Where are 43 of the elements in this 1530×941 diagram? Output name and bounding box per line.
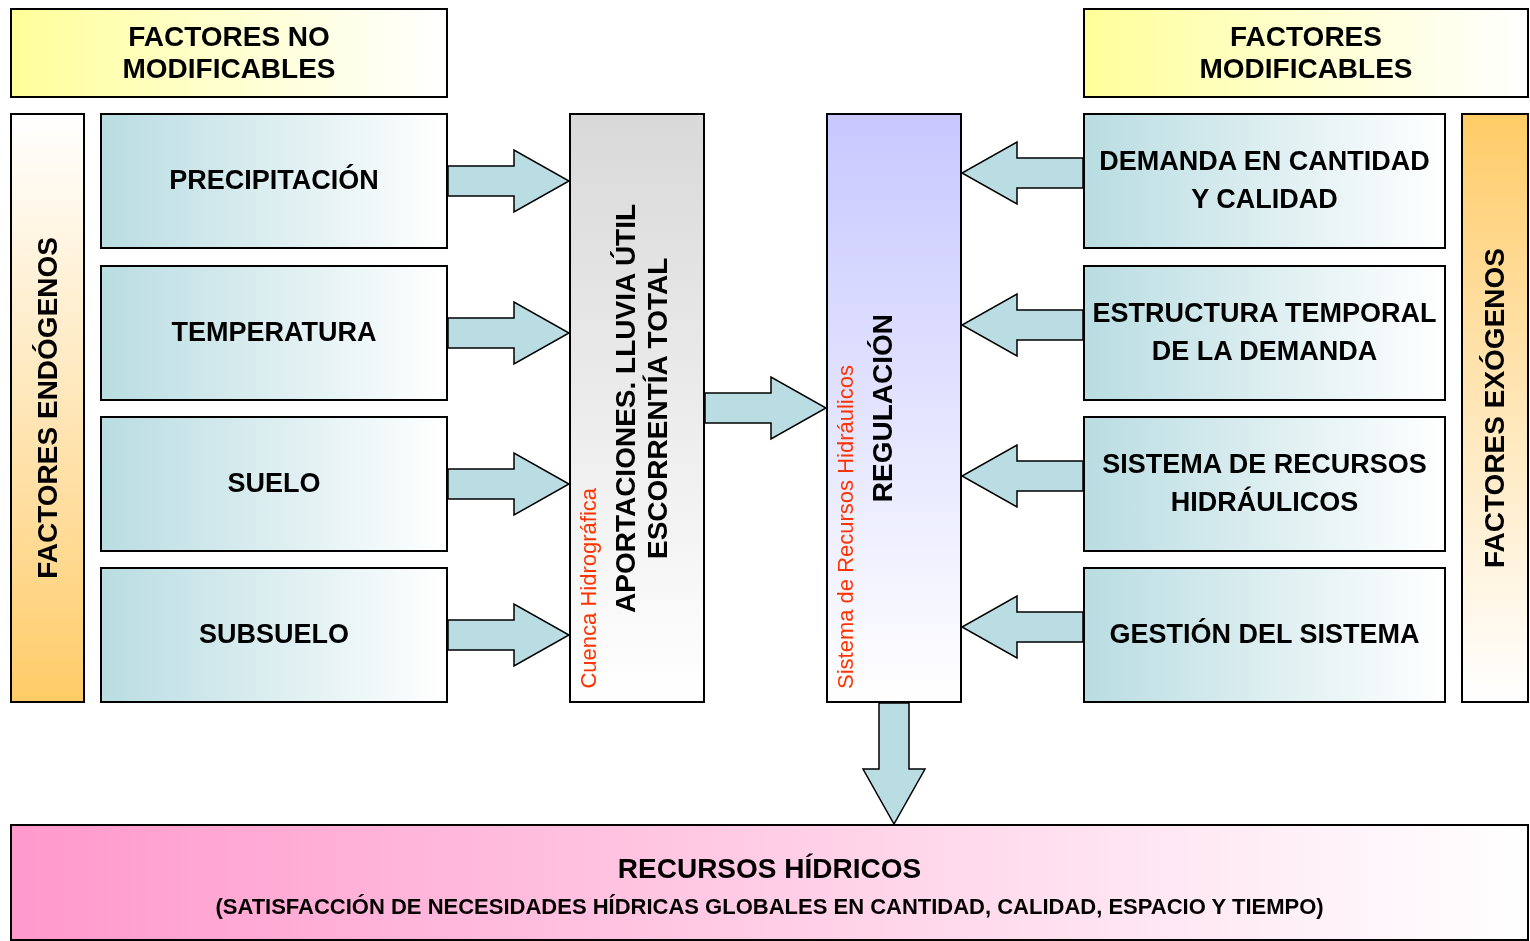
factor-box <box>100 113 448 249</box>
side-label: FACTORES ENDÓGENOS <box>30 237 64 579</box>
result-box <box>10 824 1529 941</box>
category-title: FACTORES NO MODIFICABLES <box>121 20 337 86</box>
result-description: (SATISFACCIÓN DE NECESIDADES HÍDRICAS GLOBALES EN CANTIDAD, CALIDAD, ESPACIO Y TIEMPO) <box>215 893 1324 921</box>
block-arrow <box>447 300 571 366</box>
factor-label: ESTRUCTURA TEMPORAL DE LA DEMANDA <box>1091 297 1438 368</box>
category-header-box <box>1083 8 1529 98</box>
block-arrow <box>447 602 571 668</box>
factor-box <box>1083 416 1446 552</box>
factor-box <box>1083 567 1446 703</box>
side-label: FACTORES EXÓGENOS <box>1478 248 1511 568</box>
factor-label: SUELO <box>226 467 322 501</box>
factor-box <box>1083 265 1446 401</box>
category-title: FACTORES MODIFICABLES <box>1198 20 1414 86</box>
process-box <box>569 113 705 703</box>
factor-box <box>1083 113 1446 249</box>
factor-box <box>100 567 448 703</box>
block-arrow <box>447 148 571 214</box>
factor-label: TEMPERATURA <box>170 316 378 350</box>
category-header-box <box>10 8 448 98</box>
block-arrow <box>960 140 1084 206</box>
block-arrow <box>861 702 927 826</box>
factor-label: DEMANDA EN CANTIDAD Y CALIDAD <box>1098 145 1431 216</box>
subtitle-label: Sistema de Recursos Hidráulicos <box>832 364 859 689</box>
block-arrow <box>447 451 571 517</box>
block-arrow <box>960 443 1084 509</box>
process-label: REGULACIÓN <box>866 313 899 503</box>
block-arrow <box>704 375 828 441</box>
factor-label: GESTIÓN DEL SISTEMA <box>1108 617 1421 652</box>
process-box <box>826 113 962 703</box>
factor-box <box>100 416 448 552</box>
factor-label: SISTEMA DE RECURSOS HIDRÁULICOS <box>1101 448 1428 519</box>
subtitle-label: Cuenca Hidrográfica <box>575 488 602 689</box>
factor-label: PRECIPITACIÓN <box>168 163 380 198</box>
process-label: APORTACIONES. LLUVIA ÚTIL ESCORRENTÍA TOTAL <box>609 202 674 615</box>
block-arrow <box>960 292 1084 358</box>
factor-box <box>100 265 448 401</box>
side-band <box>10 113 85 703</box>
side-band <box>1461 113 1529 703</box>
factor-label: SUBSUELO <box>198 618 350 652</box>
result-title: RECURSOS HÍDRICOS <box>617 852 922 886</box>
block-arrow <box>960 594 1084 660</box>
